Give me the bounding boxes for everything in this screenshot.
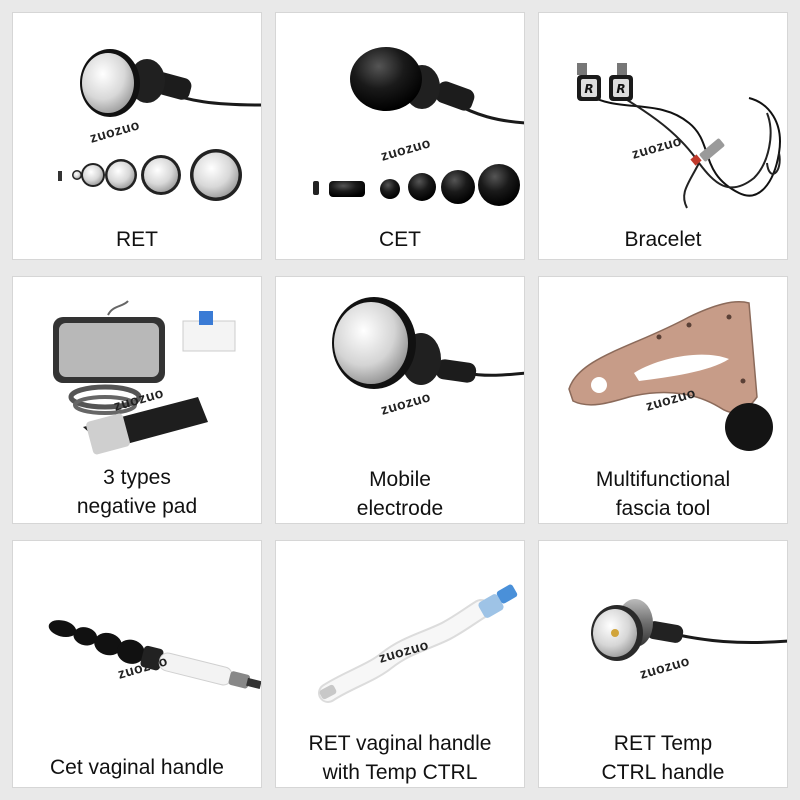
cet-electrode-image: [313, 47, 524, 206]
product-label: CET: [379, 228, 421, 251]
product-label: RET: [116, 228, 158, 251]
mobile-electrode-image: [332, 297, 524, 389]
product-label: RET Temp CTRL handle: [601, 732, 725, 784]
product-label: 3 types negative pad: [76, 466, 198, 518]
svg-text:R: R: [584, 82, 593, 96]
product-label: Mobile electrode: [356, 468, 444, 520]
product-card-ret: zuozuo RET: [12, 12, 262, 260]
cet-vaginal-handle-image: [48, 620, 261, 690]
product-label: RET vaginal handle with Temp CTRL: [308, 732, 492, 784]
negative-pad-image: [53, 300, 236, 455]
svg-text:R: R: [616, 82, 625, 96]
ret-electrode-image: [58, 49, 261, 201]
product-label: Multifunctional fascia tool: [595, 468, 731, 520]
product-card-bracelet: R R zuozuo Bracelet: [538, 12, 788, 260]
product-label: Bracelet: [624, 228, 702, 251]
ret-vaginal-handle-image: [318, 584, 518, 703]
product-card-mobile-electrode: zuozuo Mobile electrode: [275, 276, 525, 524]
product-card-negative-pad: zuozuo 3 types negative pad: [12, 276, 262, 524]
product-card-cet-vaginal: zuozuo Cet vaginal handle: [12, 540, 262, 788]
fascia-tool-image: [568, 301, 773, 451]
product-card-ret-temp: zuozuo RET Temp CTRL handle: [538, 540, 788, 788]
product-label: Cet vaginal handle: [50, 756, 224, 779]
bracelet-image: R R: [577, 63, 781, 209]
product-card-fascia-tool: zuozuo Multifunctional fascia tool: [538, 276, 788, 524]
product-card-ret-vaginal: zuozuo RET vaginal handle with Temp CTRL: [275, 540, 525, 788]
ret-temp-handle-image: [591, 599, 787, 661]
product-card-cet: zuozuo CET: [275, 12, 525, 260]
